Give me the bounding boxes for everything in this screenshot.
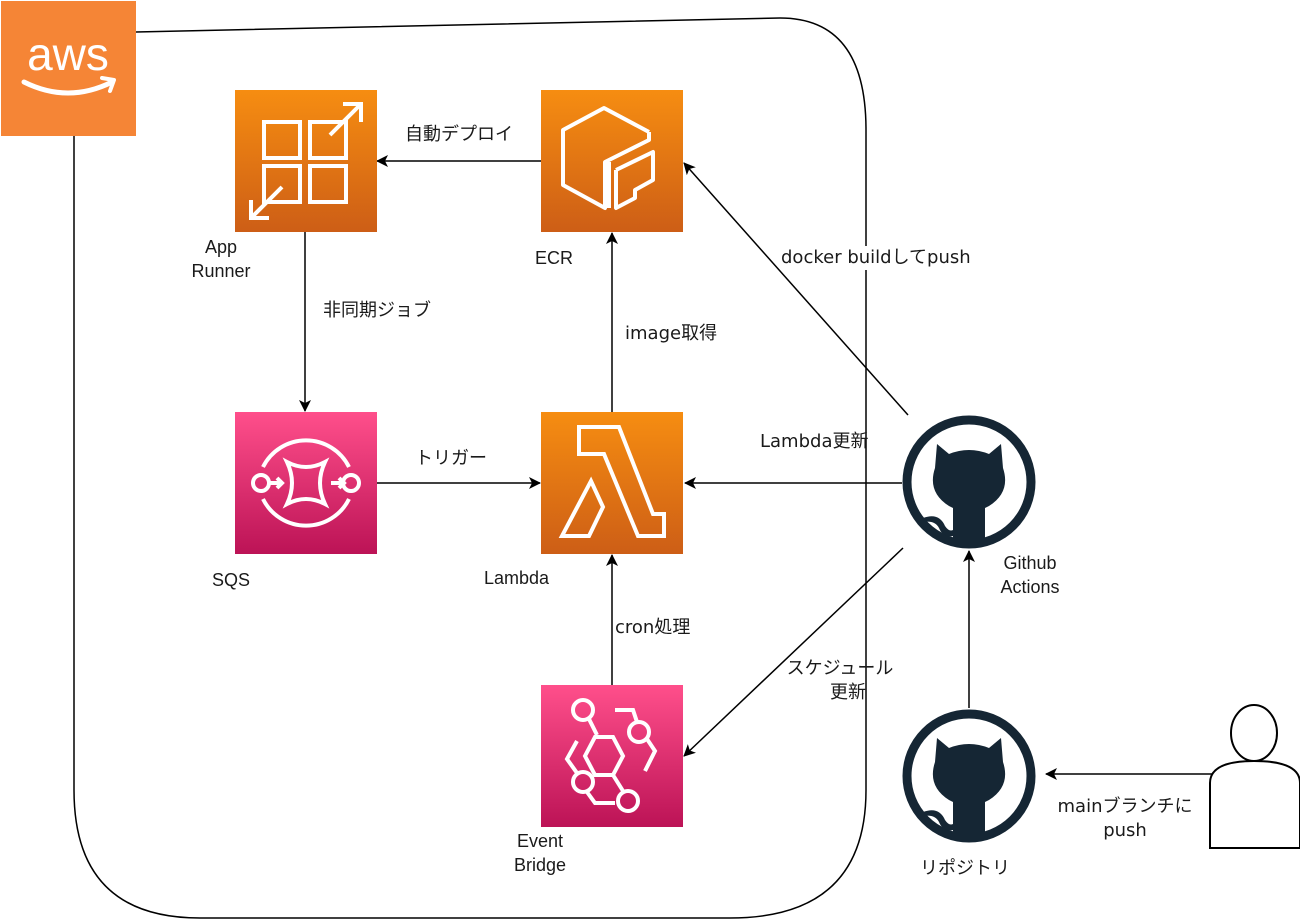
sqs-label: SQS: [212, 570, 251, 590]
user-icon: [1209, 704, 1300, 849]
edge-label-docker-build-push: docker buildしてpush: [781, 246, 971, 270]
edge-label-async-job: 非同期ジョブ: [323, 300, 431, 321]
lambda-node[interactable]: [541, 412, 683, 554]
github-icon: [923, 444, 1006, 544]
repository-node[interactable]: [902, 709, 1036, 843]
eventbridge-node[interactable]: [541, 685, 683, 827]
eventbridge-label: Event Bridge: [500, 829, 580, 877]
edges: [299, 155, 1220, 780]
sqs-node[interactable]: [235, 412, 377, 554]
edge-label-cron: cron処理: [615, 617, 691, 638]
aws-logo-text: aws: [27, 28, 109, 80]
sqs-icon: [251, 438, 361, 528]
github-actions-label-line1: Github: [1003, 553, 1057, 573]
lambda-icon: [558, 425, 666, 538]
ecr-label: ECR: [535, 248, 574, 268]
github-actions-node[interactable]: [902, 415, 1036, 549]
eventbridge-icon: [564, 698, 658, 813]
app-runner-label: App Runner: [176, 235, 266, 283]
edge-label-lambda-update: Lambda更新: [760, 431, 869, 452]
edge-label-push-main: mainブランチに push: [1045, 795, 1205, 843]
edge-label-trigger: トリガー: [415, 448, 487, 469]
aws-cloud-boundary: [73, 17, 867, 919]
edge-label-push-main-line2: push: [1103, 820, 1147, 841]
edge-actions-to-ecr: [683, 162, 909, 416]
eventbridge-label-line1: Event: [516, 831, 564, 851]
lambda-label: Lambda: [484, 568, 550, 588]
ecr-node[interactable]: [541, 90, 683, 232]
aws-logo: aws: [1, 1, 136, 136]
edge-label-schedule-line1: スケジュール: [786, 658, 894, 679]
edge-label-auto-deploy: 自動デプロイ: [405, 124, 513, 145]
app-runner-label-line2: Runner: [191, 261, 251, 281]
edge-actions-to-eventbridge: [683, 547, 904, 757]
edge-label-schedule-line2: 更新: [830, 682, 866, 703]
app-runner-icon: [249, 102, 363, 220]
eventbridge-label-line2: Bridge: [513, 855, 567, 875]
edge-label-schedule-update: スケジュール 更新: [770, 657, 910, 705]
app-runner-label-line1: App: [204, 237, 238, 257]
github-actions-label-line2: Actions: [1000, 577, 1060, 597]
edge-label-image-fetch: image取得: [625, 323, 718, 344]
edge-label-push-main-line1: mainブランチに: [1057, 796, 1193, 817]
github-icon: [923, 738, 1006, 838]
repository-label: リポジトリ: [920, 858, 1010, 879]
github-actions-label: Github Actions: [985, 551, 1075, 599]
app-runner-node[interactable]: [235, 90, 377, 232]
user-node[interactable]: [1209, 704, 1300, 849]
ecr-icon: [561, 106, 655, 210]
